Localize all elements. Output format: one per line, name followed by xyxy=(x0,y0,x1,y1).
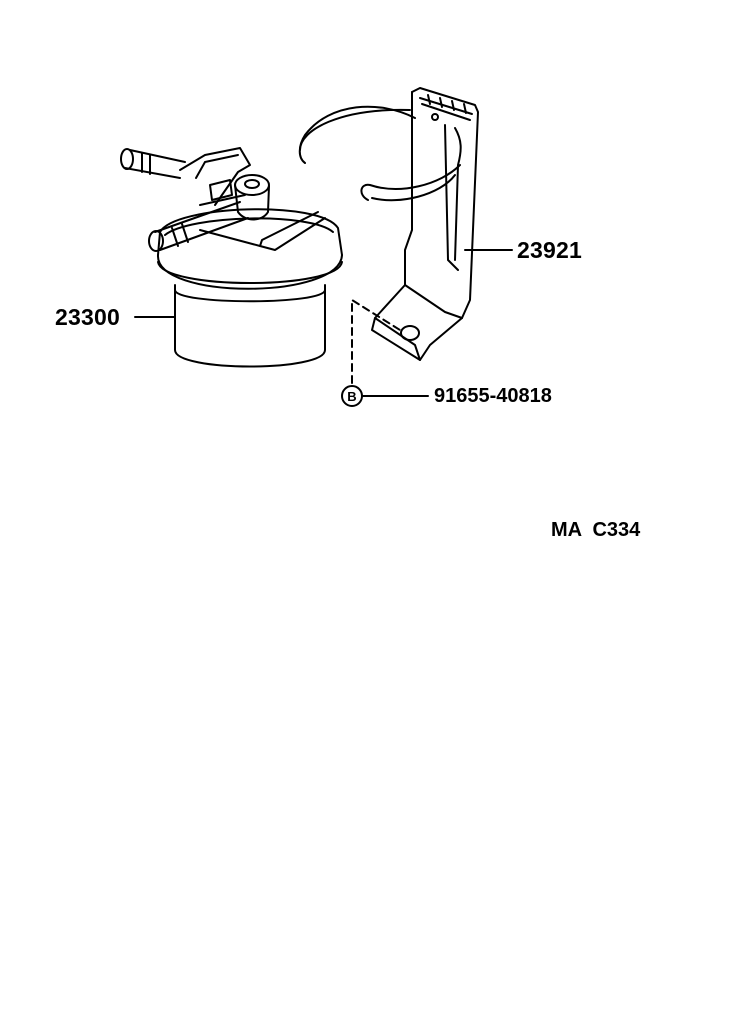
part-number-fuel-filter: 23300 xyxy=(55,304,120,330)
bolt-callout-marker: B xyxy=(341,385,363,407)
fuel-filter-drawing xyxy=(120,147,343,368)
part-number-bolt: 91655-40818 xyxy=(434,385,552,407)
bracket-drawing xyxy=(298,87,479,361)
figure-code: MA C334 xyxy=(551,519,641,541)
leader-lines xyxy=(134,249,513,397)
part-number-bracket: 23921 xyxy=(517,237,582,263)
